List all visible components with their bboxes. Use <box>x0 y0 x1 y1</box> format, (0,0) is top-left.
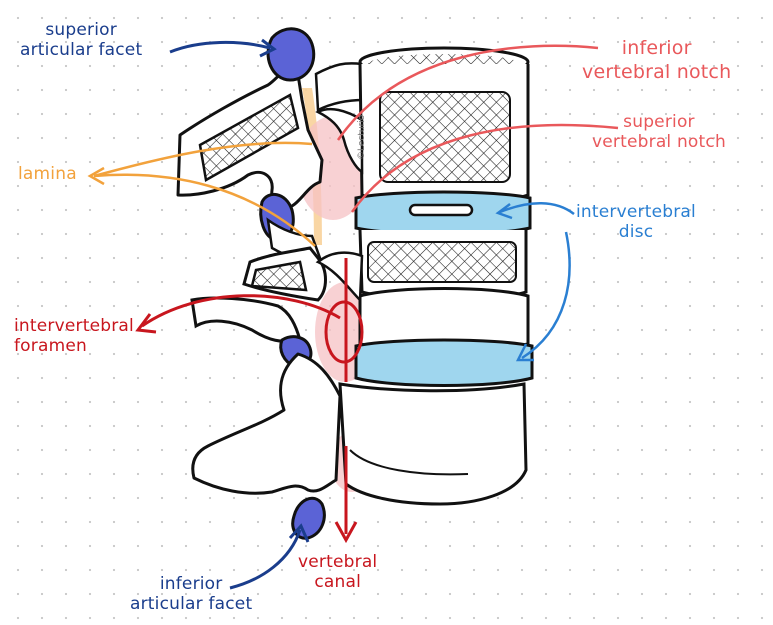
label-lamina: lamina <box>18 164 77 184</box>
arrow-inferior-notch <box>336 44 599 141</box>
lecturio-stamp: ©Lecturio <box>357 114 367 160</box>
middle-pedicle <box>315 251 364 303</box>
foramen-outline <box>324 300 364 364</box>
lower-spinous-process <box>191 352 342 495</box>
middle-spinous-mesh <box>250 260 308 292</box>
label-superior-articular-facet: superior articular facet <box>20 20 143 60</box>
lower-intervertebral-disc <box>354 338 534 387</box>
svg-text:©Lecturio: ©Lecturio <box>357 114 367 160</box>
arrow-superior-articular-facet <box>169 40 271 54</box>
arrow-superior-notch <box>350 123 619 213</box>
inferior-articular-facet <box>291 496 326 540</box>
superior-articular-facet <box>266 27 316 82</box>
pedicle-top <box>314 62 366 112</box>
label-superior-vertebral-notch: superior vertebral notch <box>592 112 726 152</box>
arrow-inferior-articular-facet <box>229 529 302 590</box>
label-inferior-vertebral-notch: inferior vertebral notch <box>582 37 732 83</box>
label-inferior-articular-facet: inferior articular facet <box>130 574 253 614</box>
arrow-intervertebral-foramen <box>141 294 341 328</box>
label-intervertebral-disc: intervertebral disc <box>576 202 696 242</box>
middle-vertebra-mesh <box>367 241 517 283</box>
disc-slot <box>408 203 474 217</box>
arrow-lamina-1 <box>93 141 313 178</box>
arrow-disc-lower <box>521 231 571 360</box>
arrow-disc-upper <box>499 202 575 215</box>
label-vertebral-canal: vertebral canal <box>298 552 378 592</box>
arrow-lamina-2 <box>93 173 316 247</box>
label-intervertebral-foramen: intervertebral foramen <box>14 316 134 356</box>
upper-spinous-mesh <box>198 93 300 182</box>
lower-arch <box>190 296 302 344</box>
lower-vertebral-body <box>338 382 528 506</box>
top-vertebra-face-mesh <box>379 91 511 183</box>
